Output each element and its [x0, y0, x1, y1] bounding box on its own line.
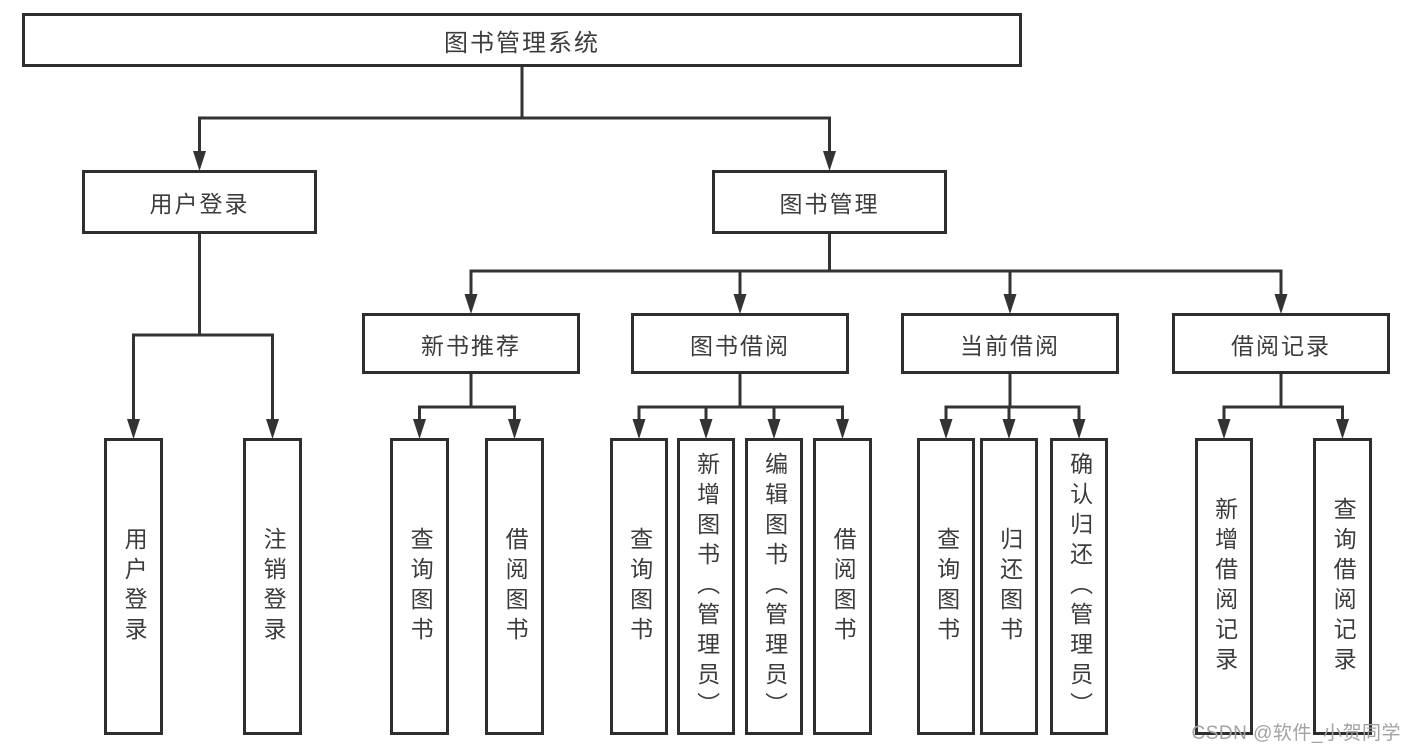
arrowhead-icon [1274, 294, 1288, 314]
node-add-book: 新增图书（管理员） [677, 438, 735, 735]
arrowhead-icon [1217, 419, 1231, 439]
node-label: 查询借阅记录 [1330, 496, 1357, 677]
node-return-book: 归还图书 [980, 438, 1038, 735]
watermark: CSDN @软件_小贺同学 [1191, 723, 1401, 744]
arrowhead-icon [464, 294, 478, 314]
arrowhead-icon [767, 419, 781, 439]
arrowhead-icon [193, 151, 206, 171]
node-label: 查询图书 [933, 526, 960, 647]
node-label: 借阅图书 [502, 526, 529, 647]
arrowhead-icon [632, 419, 646, 439]
arrowhead-icon [939, 419, 953, 439]
node-borrow-book-2: 借阅图书 [813, 438, 872, 735]
arrowhead-icon [508, 419, 521, 439]
node-new-book-rec: 新书推荐 [362, 313, 580, 374]
node-label: 新书推荐 [421, 332, 521, 359]
node-label: 用户登录 [149, 191, 250, 217]
arrowhead-icon [1072, 419, 1086, 439]
arrowhead-icon [823, 151, 836, 171]
arrowhead-icon [1336, 419, 1349, 439]
node-label: 用户登录 [121, 526, 148, 647]
node-label: 借阅图书 [830, 526, 857, 647]
node-label: 图书管理系统 [444, 29, 600, 57]
node-label: 图书管理 [779, 191, 880, 217]
node-label: 查询图书 [626, 526, 653, 647]
node-label: 图书借阅 [690, 332, 790, 359]
node-book-mgmt: 图书管理 [712, 170, 947, 234]
node-query-book-1: 查询图书 [390, 438, 449, 735]
node-logout-op: 注销登录 [243, 438, 302, 735]
node-label: 借阅记录 [1231, 332, 1331, 359]
node-label: 查询图书 [407, 526, 434, 647]
arrowhead-icon [836, 419, 849, 439]
node-label: 当前借阅 [960, 332, 1060, 359]
node-root: 图书管理系统 [22, 13, 1022, 67]
node-user-login-op: 用户登录 [104, 438, 163, 735]
node-add-borrow-record: 新增借阅记录 [1195, 438, 1253, 735]
node-book-borrow: 图书借阅 [631, 313, 849, 374]
node-label: 确认归还（管理员） [1066, 451, 1093, 722]
arrowhead-icon [127, 419, 140, 439]
node-borrow-records: 借阅记录 [1172, 313, 1390, 374]
arrowhead-icon [266, 419, 279, 439]
arrowhead-icon [733, 294, 747, 314]
node-label: 新增借阅记录 [1211, 496, 1238, 677]
tree-edges [132, 63, 1344, 425]
node-label: 编辑图书（管理员） [761, 451, 788, 722]
node-confirm-return: 确认归还（管理员） [1050, 438, 1108, 735]
node-label: 注销登录 [260, 526, 287, 647]
arrowhead-icon [413, 419, 426, 439]
node-user-login: 用户登录 [82, 170, 317, 234]
arrowhead-icon [1003, 294, 1017, 314]
node-query-borrow-record: 查询借阅记录 [1313, 438, 1372, 735]
node-borrow-book-1: 借阅图书 [485, 438, 544, 735]
node-query-book-3: 查询图书 [917, 438, 975, 735]
node-edit-book: 编辑图书（管理员） [745, 438, 803, 735]
node-label: 新增图书（管理员） [693, 451, 720, 722]
node-query-book-2: 查询图书 [610, 438, 668, 735]
node-current-borrow: 当前借阅 [901, 313, 1119, 374]
node-label: 归还图书 [996, 526, 1023, 647]
arrowhead-icon [699, 419, 713, 439]
arrowhead-icon [1002, 419, 1016, 439]
